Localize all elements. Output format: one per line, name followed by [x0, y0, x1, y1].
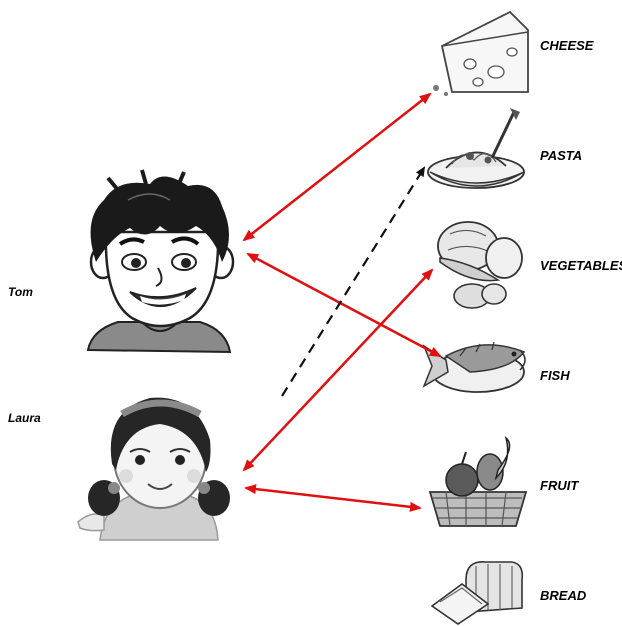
- connection-tom-cheese: [244, 94, 430, 240]
- fish-icon: [424, 342, 525, 392]
- food-label-vegetables: VEGETABLES: [540, 258, 622, 273]
- person-label-tom: Tom: [8, 285, 33, 299]
- pasta-icon: [428, 108, 524, 188]
- fruit-icon: [430, 438, 526, 526]
- vegetables-icon: [438, 222, 522, 308]
- food-label-cheese: CHEESE: [540, 38, 594, 53]
- food-label-fruit: FRUIT: [540, 478, 579, 493]
- food-label-bread: BREAD: [540, 588, 587, 603]
- cheese-icon: [433, 12, 528, 96]
- person-label-laura: Laura: [8, 411, 41, 425]
- laura-portrait: [78, 398, 230, 540]
- food-label-pasta: PASTA: [540, 148, 582, 163]
- connection-laura-fruit: [246, 488, 420, 508]
- tom-portrait: [88, 170, 233, 352]
- connection-tom-fish: [248, 254, 440, 356]
- food-label-fish: FISH: [540, 368, 570, 383]
- connection-laura-vegetables: [244, 270, 432, 470]
- bread-icon: [432, 562, 522, 624]
